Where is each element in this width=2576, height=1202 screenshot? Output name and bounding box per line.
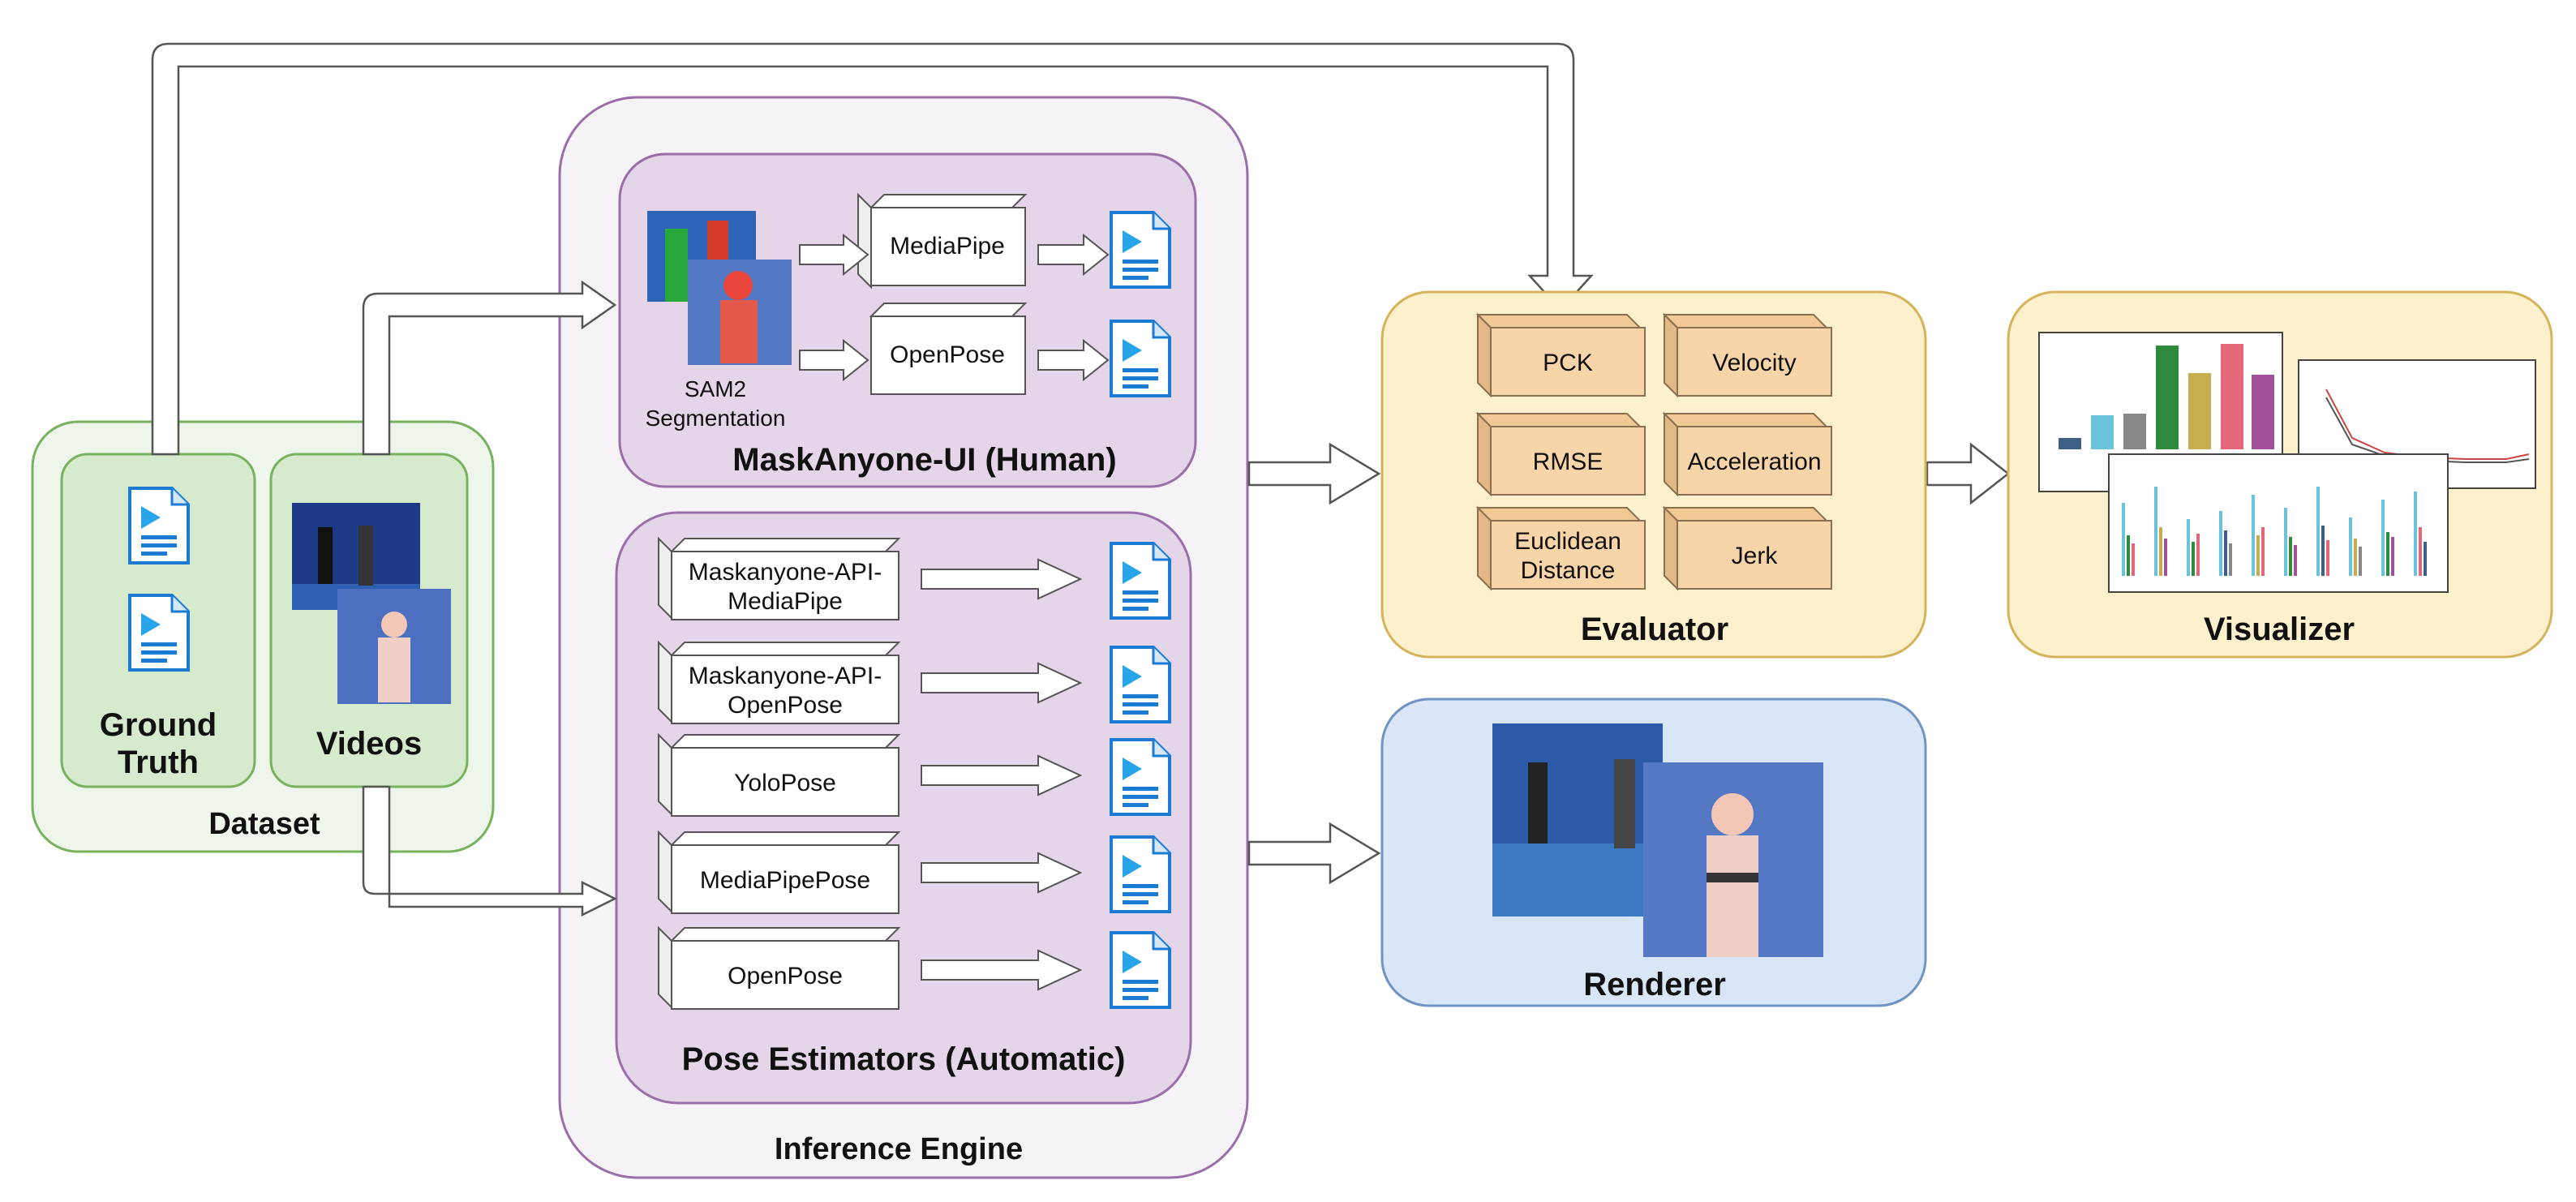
metric-label: Acceleration <box>1687 448 1822 475</box>
pose-estimators-title: Pose Estimators (Automatic) <box>681 1041 1126 1077</box>
maskanyone-ui-title: MaskAnyone-UI (Human) <box>732 442 1117 478</box>
pose-estimator-arrows <box>921 558 1083 991</box>
engine-to-evaluator-arrow <box>1247 442 1381 505</box>
pose-output-file-icon <box>1110 931 1171 1009</box>
pose-output-file-icon <box>1110 542 1171 620</box>
videos-to-pose-estimators-connector <box>362 785 617 917</box>
video-thumbnail-singer <box>337 589 451 704</box>
engine-to-renderer-arrow <box>1247 822 1381 885</box>
evaluator-to-visualizer-arrow <box>1926 442 2011 505</box>
dataset-title: Dataset <box>208 807 320 842</box>
pose-model-label: OpenPose <box>728 962 843 990</box>
ui-model-openpose: OpenPose <box>890 341 1005 368</box>
metric-label: RMSE <box>1532 448 1604 475</box>
renderer-stage-image <box>1492 723 1663 917</box>
ground-truth-label-line2: Truth <box>118 745 199 780</box>
pose-output-file-icon <box>1110 646 1171 723</box>
renderer-title: Renderer <box>1583 967 1726 1002</box>
arrow-mediapipe-output <box>1037 233 1110 277</box>
ground-truth-file-icon <box>128 487 190 565</box>
metric-blocks <box>1475 312 1832 591</box>
visualizer-grouped-bars-thumbnail <box>2108 453 2449 593</box>
pose-model-label: YoloPose <box>734 769 836 796</box>
arrow-to-openpose <box>799 338 869 382</box>
visualizer-title: Visualizer <box>2203 612 2355 647</box>
pose-model-label: Maskanyone-API- <box>688 662 882 689</box>
pose-estimator-blocks <box>658 536 901 1010</box>
sam2-segmentation-image <box>647 211 792 365</box>
pose-model-label: MediaPipePose <box>699 866 871 894</box>
inference-engine-title: Inference Engine <box>774 1132 1024 1167</box>
renderer-singer-image <box>1643 762 1823 957</box>
mediapipe-ui-block <box>857 192 1028 290</box>
arrow-to-mediapipe <box>799 233 869 277</box>
videos-label: Videos <box>316 726 423 762</box>
pose-output-file-icon <box>1110 835 1171 913</box>
openpose-ui-block <box>869 303 1028 395</box>
metric-label: Jerk <box>1731 542 1778 569</box>
pose-output-file-icon <box>1110 738 1171 816</box>
arrow-openpose-output <box>1037 338 1110 382</box>
evaluator-title: Evaluator <box>1580 612 1729 647</box>
videos-to-maskanyone-connector <box>362 280 617 456</box>
ui-model-mediapipe: MediaPipe <box>890 232 1005 260</box>
metric-label: Velocity <box>1712 349 1797 376</box>
pose-model-label: MediaPipe <box>728 587 843 615</box>
ground-truth-to-evaluator-connector <box>151 42 1594 456</box>
ground-truth-label-line1: Ground <box>99 707 217 743</box>
sam2-label-line2: Segmentation <box>645 405 786 431</box>
metric-label: Distance <box>1520 556 1616 584</box>
ground-truth-file-icon <box>128 594 190 672</box>
metric-label: Euclidean <box>1514 527 1621 555</box>
pose-model-label: OpenPose <box>728 691 843 719</box>
openpose-output-file-icon <box>1110 320 1171 397</box>
pose-model-label: Maskanyone-API- <box>688 558 882 586</box>
evaluator-box <box>1380 290 1927 659</box>
metric-label: PCK <box>1543 349 1593 376</box>
sam2-label-line1: SAM2 <box>684 376 747 401</box>
mediapipe-output-file-icon <box>1110 211 1171 289</box>
